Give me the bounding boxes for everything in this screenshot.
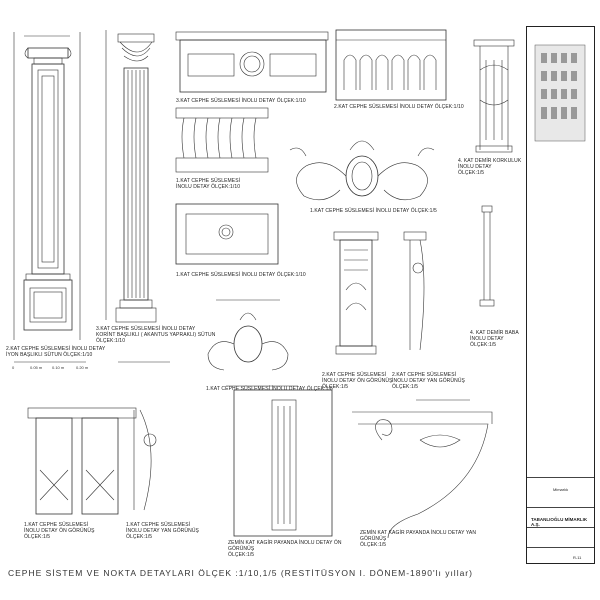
pier-front-detail — [233, 389, 333, 537]
balustrade-detail — [175, 107, 269, 173]
console-side-detail — [403, 231, 427, 351]
label-d8: 1.KAT CEPHE SÜSLEMESİ İNOLU DETAY ÖLÇEK:… — [206, 386, 333, 392]
frieze-panel-detail — [175, 31, 329, 93]
label-d7: 1.KAT CEPHE SÜSLEMESİ İNOLU DETAY ÖLÇEK:… — [176, 272, 306, 278]
ionic-pilaster-detail — [13, 32, 81, 340]
pier-side-detail — [352, 411, 493, 539]
label-d6: 1.KAT CEPHE SÜSLEMESİ İNOLU DETAY ÖLÇEK:… — [310, 208, 437, 214]
facade-thumbnail — [534, 44, 586, 142]
label-d10: 4. KAT DEMİR BABA İNOLU DETAY ÖLÇEK:1/5 — [470, 330, 519, 348]
title-block: Mimarlık TABANLIOĞLU MİMARLIK A.Ş. R-11 — [526, 26, 595, 564]
corinthian-column-detail — [105, 30, 157, 323]
label-d15: ZEMİN KAT KAGİR PAYANDA İNOLU DETAY ÖN G… — [228, 540, 342, 558]
label-d3: 3.KAT CEPHE SÜSLEMESİ İNOLU DETAY ÖLÇEK:… — [176, 98, 306, 104]
scale-text-1: 0.05 m — [30, 365, 43, 370]
label-d16: ZEMİN KAT KAGİR PAYANDA İNOLU DETAY YAN … — [360, 530, 477, 548]
lion-panel-detail — [175, 203, 279, 265]
title-block-firm: TABANLIOĞLU MİMARLIK A.Ş. — [531, 517, 588, 527]
label-d4: 2.KAT CEPHE SÜSLEMESİ İNOLU DETAY ÖLÇEK:… — [334, 104, 464, 110]
scale-bars — [14, 361, 470, 401]
bracket-front-detail — [27, 407, 137, 515]
label-d13: 1.KAT CEPHE SÜSLEMESİ İNOLU DETAY ÖN GÖR… — [24, 522, 95, 540]
scale-text-0: 0 — [12, 365, 15, 370]
cartouche-detail — [289, 140, 435, 201]
scale-text-2: 0.10 m — [52, 365, 65, 370]
label-d14: 1.KAT CEPHE SÜSLEMESİ İNOLU DETAY YAN GÖ… — [126, 522, 199, 540]
label-d2: 3.KAT CEPHE SÜSLEMESİ İNOLU DETAY KORİNT… — [96, 326, 216, 344]
bracket-side-detail — [133, 409, 157, 511]
label-d5: 1.KAT CEPHE SÜSLEMESİ İNOLU DETAY ÖLÇEK:… — [176, 178, 241, 190]
console-front-detail — [333, 231, 379, 355]
label-d9: 4. KAT DEMİR KORKULUK İNOLU DETAY ÖLÇEK:… — [458, 158, 522, 176]
title-block-brand: Mimarlık — [553, 487, 569, 492]
scale-text-3: 0.20 m — [76, 365, 89, 370]
sheet-title: CEPHE SİSTEM VE NOKTA DETAYLARI ÖLÇEK :1… — [8, 568, 473, 578]
iron-post-detail — [479, 205, 495, 307]
ornamental-shield-detail — [207, 299, 289, 371]
label-d11: 2.KAT CEPHE SÜSLEMESİ İNOLU DETAY ÖN GÖR… — [322, 372, 393, 390]
label-d1: 2.KAT CEPHE SÜSLEMESİ İNOLU DETAY İYON B… — [6, 346, 106, 358]
arcade-band-detail — [335, 29, 447, 101]
iron-railing-detail — [473, 39, 515, 153]
title-block-code: R-11 — [573, 555, 582, 560]
label-d12: 2.KAT CEPHE SÜSLEMESİ İNOLU DETAY YAN GÖ… — [392, 372, 465, 390]
